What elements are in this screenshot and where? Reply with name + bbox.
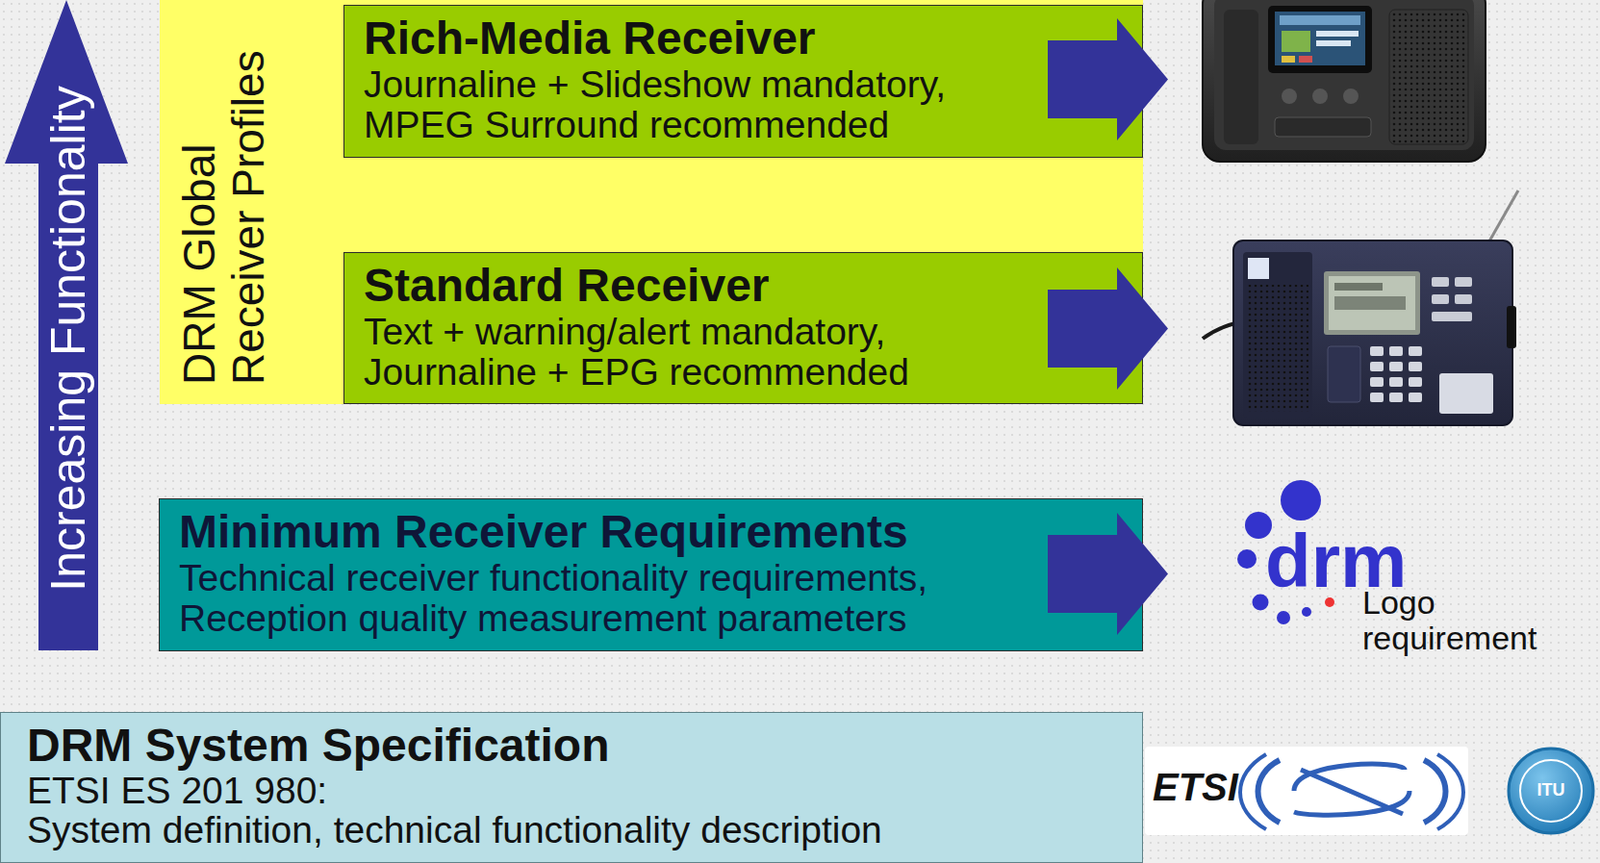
axis-label: Increasing Functionality: [42, 85, 96, 591]
box-body: Journaline + Slideshow mandatory, MPEG S…: [363, 64, 1009, 146]
art-rect: [1274, 117, 1372, 137]
art-rect: [1202, 0, 1486, 162]
art-rect: [1334, 296, 1406, 310]
art-g: [1370, 346, 1423, 403]
art-path: [1202, 323, 1236, 339]
art-rect: [1389, 392, 1403, 403]
box-body: ETSI ES 201 980:: [26, 771, 1117, 812]
standard-radio: [1202, 190, 1519, 426]
art-rect: [1454, 294, 1473, 305]
art-rect: [1281, 55, 1296, 63]
art-rect: [1328, 276, 1416, 331]
art-rect: [1281, 30, 1311, 52]
art-rect: [1408, 392, 1423, 403]
arrow-shape: [4, 0, 128, 651]
art-path: [1258, 760, 1281, 823]
box-heading: Rich-Media Receiver: [363, 13, 1123, 65]
specification-box: DRM System SpecificationETSI ES 201 980:…: [0, 711, 1143, 863]
block-arrow: [1047, 512, 1169, 635]
art-circle: [1343, 88, 1359, 104]
art-rect: [1144, 746, 1469, 836]
art-rect: [1431, 294, 1449, 305]
art-rect: [1243, 252, 1313, 418]
art-rect: [1408, 377, 1423, 387]
art-circle: [1312, 88, 1328, 104]
art-path: [1300, 769, 1403, 814]
art-rect: [1408, 346, 1423, 356]
profile-box: Rich-Media ReceiverJournaline + Slidesho…: [343, 4, 1143, 158]
block-arrow-shape: [1047, 267, 1169, 390]
art-rect: [1389, 361, 1403, 372]
art-rect: [1279, 15, 1361, 26]
block-arrow-shape: [1047, 512, 1169, 635]
art-circle: [1281, 88, 1297, 104]
art-rect: [1370, 361, 1384, 372]
block-arrow: [1047, 18, 1169, 141]
art-rect: [1223, 9, 1259, 145]
itu-wordmark: ITU: [1537, 781, 1566, 801]
panel-title: DRM Global Receiver Profiles: [175, 19, 273, 385]
art-rect: [1323, 271, 1421, 335]
art-circle: [1280, 480, 1321, 521]
art-rect: [1316, 30, 1359, 37]
art-rect: [1454, 277, 1473, 287]
art-rect: [1316, 40, 1351, 47]
art-rect: [1431, 277, 1449, 287]
art-path: [1240, 754, 1267, 830]
profiles-panel: DRM Global Receiver Profiles Rich-Media R…: [159, 0, 1143, 405]
logo-note: Logo requirement: [1362, 584, 1555, 658]
art-circle: [1276, 610, 1291, 625]
profile-box: Standard ReceiverText + warning/alert ma…: [343, 252, 1143, 405]
art-path: [1294, 763, 1410, 815]
block-arrow: [1047, 267, 1169, 390]
art-rect: [1214, 0, 1474, 151]
box-heading: Minimum Receiver Requirements: [178, 507, 1123, 559]
art-rect: [1506, 305, 1517, 349]
rich-media-radio: [1202, 0, 1486, 162]
art-rect: [1431, 311, 1473, 322]
box-body: Technical receiver functionality require…: [178, 558, 997, 639]
art-circle: [1324, 597, 1335, 608]
art-circle: [1237, 549, 1257, 569]
art-rect: [1370, 392, 1384, 403]
itu-logo: [1508, 748, 1594, 834]
etsi-wordmark: ETSI: [1152, 765, 1239, 809]
art-rect: [1246, 284, 1309, 412]
box-heading: Standard Receiver: [363, 260, 1123, 312]
art-rect: [1247, 257, 1270, 280]
art-line: [1486, 190, 1519, 247]
requirements-box: Minimum Receiver RequirementsTechnical r…: [158, 498, 1143, 652]
art-rect: [1370, 346, 1384, 356]
art-rect: [1327, 346, 1361, 403]
art-rect: [1389, 346, 1403, 356]
art-rect: [1389, 377, 1403, 387]
art-rect: [1298, 55, 1313, 63]
box-body: System definition, technical functionali…: [26, 811, 1117, 851]
art-rect: [1389, 9, 1469, 145]
functionality-arrow: Increasing Functionality: [4, 0, 128, 651]
art-circle: [1520, 760, 1582, 822]
art-rect: [1268, 5, 1372, 74]
art-path: [1423, 760, 1447, 823]
art-rect: [1408, 361, 1423, 372]
art-circle: [1301, 607, 1312, 617]
etsi-logo: [1144, 746, 1469, 836]
box-heading: DRM System Specification: [26, 720, 1117, 772]
art-rect: [1334, 282, 1383, 291]
art-rect: [1274, 11, 1366, 66]
art-path: [1437, 754, 1464, 830]
block-arrow-shape: [1047, 18, 1169, 141]
art-rect: [1439, 373, 1494, 414]
art-circle: [1508, 748, 1594, 834]
art-rect: [1370, 377, 1384, 387]
box-body: Text + warning/alert mandatory, Journali…: [363, 311, 1009, 393]
art-rect: [1233, 240, 1513, 426]
